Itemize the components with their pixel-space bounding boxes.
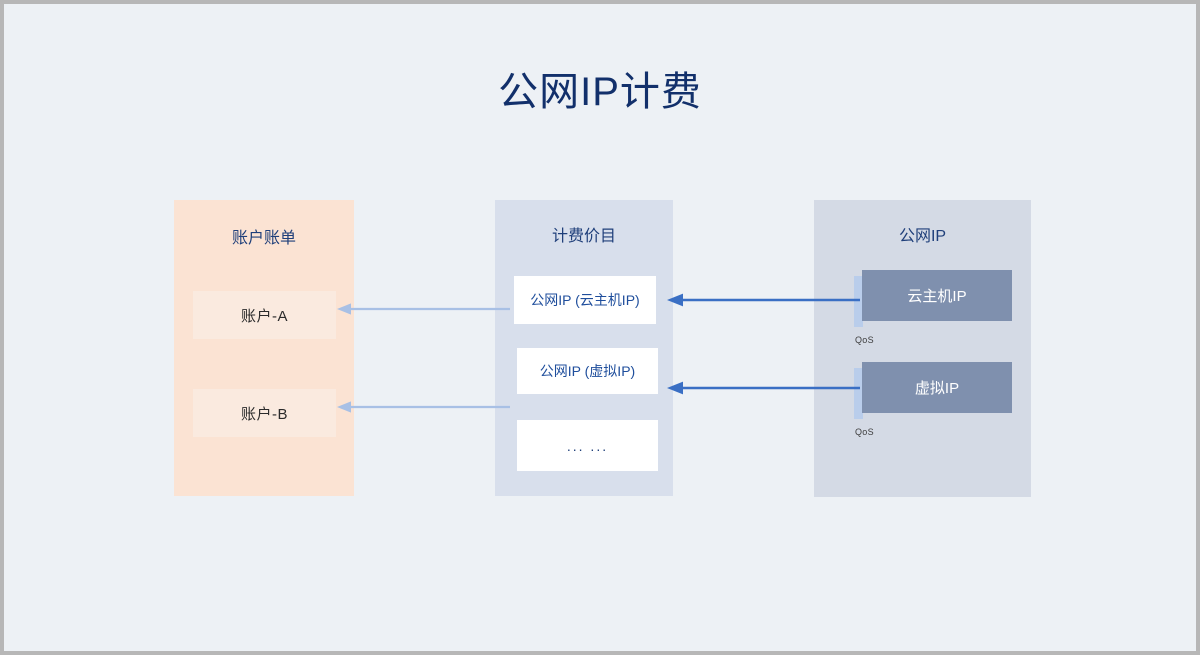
connector-pricing-to-account-a [337, 303, 510, 315]
account-item-b-label: 账户-B [240, 405, 288, 423]
pricing-item-virtual-ip[interactable]: 公网IP (虚拟IP) [517, 348, 658, 394]
account-item-a-label: 账户-A [240, 307, 288, 325]
panel-public-ip-title: 公网IP [898, 228, 947, 245]
account-item-b[interactable]: 账户-B [193, 389, 336, 437]
qos-tab-icon [854, 276, 863, 327]
connector-pricing-to-account-b [337, 401, 510, 413]
public-ip-node-virtual-label: 虚拟IP [914, 380, 960, 397]
public-ip-node-cloud-host-body[interactable]: 云主机IP [862, 270, 1012, 321]
connector-public-ip-to-pricing-cloud-host [667, 293, 860, 307]
pricing-item-cloud-host-ip[interactable]: 公网IP (云主机IP) [514, 276, 656, 324]
public-ip-node-virtual-body[interactable]: 虚拟IP [862, 362, 1012, 413]
qos-label-virtual: QoS [855, 427, 874, 437]
pricing-item-cloud-host-ip-label: 公网IP (云主机IP) [530, 292, 640, 308]
diagram-canvas: 公网IP计费 账户账单 账户-A 账户-B 计费价目 公网IP (云主机IP) … [4, 4, 1196, 651]
pricing-item-more[interactable]: ... ... [517, 420, 658, 471]
pricing-item-virtual-ip-label: 公网IP (虚拟IP) [539, 363, 636, 379]
pricing-item-more-label: ... ... [566, 437, 609, 454]
panel-account-bill: 账户账单 账户-A 账户-B [174, 200, 354, 496]
panel-public-ip: 公网IP 云主机IP QoS 虚拟IP QoS [814, 200, 1031, 497]
connector-public-ip-to-pricing-virtual [667, 381, 860, 395]
panel-pricing-list-title: 计费价目 [551, 228, 616, 245]
public-ip-node-cloud-host-label: 云主机IP [907, 288, 967, 305]
qos-label-cloud-host: QoS [855, 335, 874, 345]
account-item-a[interactable]: 账户-A [193, 291, 336, 339]
qos-tab-icon [854, 368, 863, 419]
panel-pricing-list: 计费价目 公网IP (云主机IP) 公网IP (虚拟IP) ... ... [495, 200, 673, 496]
panel-account-bill-title: 账户账单 [231, 230, 296, 247]
page-title: 公网IP计费 [498, 70, 702, 114]
